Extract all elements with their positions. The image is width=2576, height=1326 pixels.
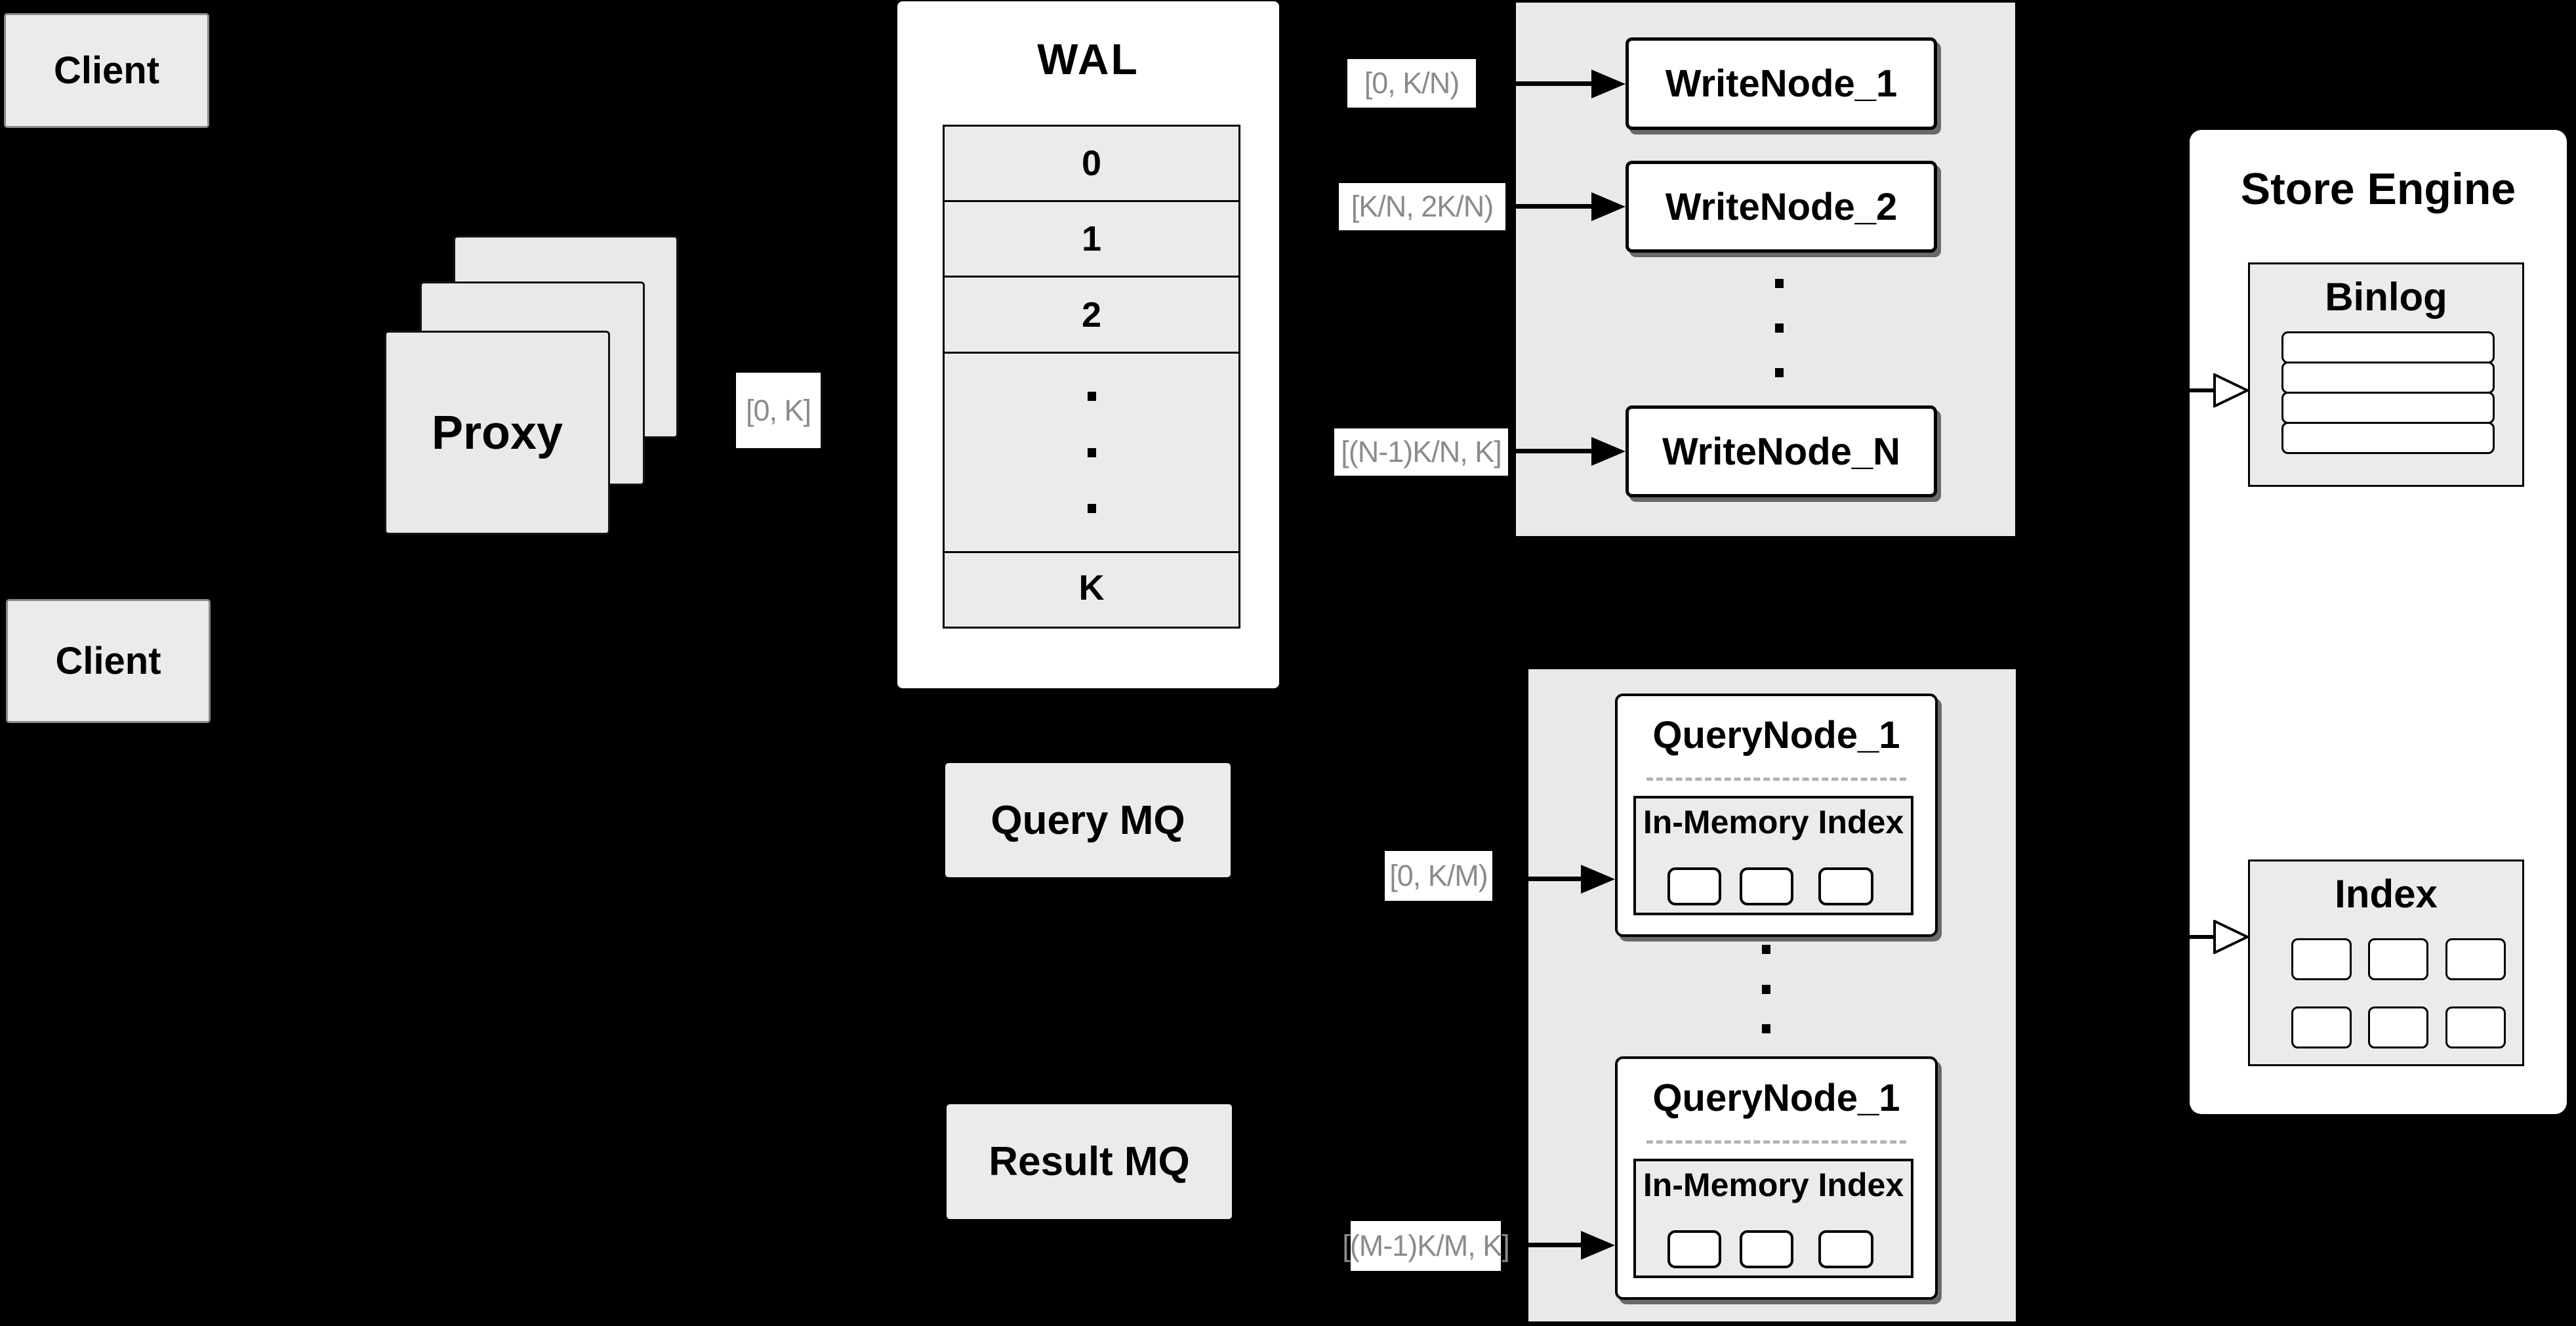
memory-segment-cell bbox=[1667, 867, 1721, 905]
index-cell bbox=[2291, 1006, 2352, 1048]
store-engine-title: Store Engine bbox=[2240, 163, 2516, 214]
write-node-2: WriteNode_2 bbox=[1625, 161, 1937, 253]
in-memory-index-bottom-title: In-Memory Index bbox=[1643, 1167, 1904, 1203]
index-cell bbox=[2368, 1006, 2428, 1048]
arrow-head-querynode-bottom bbox=[1581, 1231, 1615, 1260]
range-label-query-m: [(M-1)K/M, K] bbox=[1342, 1221, 1510, 1271]
arrow-head-writenode-1 bbox=[1591, 70, 1625, 98]
range-label-write-n: [(N-1)K/N, K] bbox=[1334, 428, 1508, 476]
binlog-title: Binlog bbox=[2325, 275, 2447, 319]
arrow-shaft-writenode-2 bbox=[1516, 204, 1592, 209]
memory-segment-cell bbox=[1818, 1230, 1873, 1268]
wal-table: 0 1 2 K bbox=[943, 125, 1240, 629]
in-memory-index-top-title: In-Memory Index bbox=[1643, 804, 1904, 840]
range-label-proxy-out: [0, K] bbox=[736, 373, 821, 448]
wal-row-1: 1 bbox=[945, 200, 1238, 276]
arrow-head-writenode-n bbox=[1591, 437, 1625, 466]
memory-segment-cell bbox=[1740, 1230, 1793, 1268]
wal-row-0: 0 bbox=[945, 127, 1238, 200]
binlog-row bbox=[2281, 422, 2495, 454]
write-node-n: WriteNode_N bbox=[1625, 405, 1937, 497]
range-label-write-1: [0, K/N) bbox=[1347, 59, 1476, 108]
query-mq-box: Query MQ bbox=[945, 763, 1231, 877]
wal-title: WAL bbox=[1037, 35, 1139, 83]
proxy-card-front: Proxy bbox=[384, 331, 610, 535]
wal-row-k: K bbox=[945, 551, 1238, 623]
arrow-shaft-querynode-top bbox=[1528, 877, 1582, 881]
arrow-shaft-writenode-n bbox=[1516, 449, 1592, 453]
binlog-rows bbox=[2281, 331, 2495, 454]
vertical-ellipsis bbox=[1087, 392, 1096, 513]
wal-row-ellipsis bbox=[945, 352, 1238, 551]
arrow-head-writenode-2 bbox=[1591, 192, 1625, 221]
index-cell bbox=[2445, 1006, 2506, 1048]
arrow-shaft-binlog bbox=[2190, 388, 2217, 392]
range-label-query-1: [0, K/M) bbox=[1385, 851, 1492, 901]
arrow-open-head-binlog bbox=[2213, 373, 2250, 407]
index-title: Index bbox=[2335, 872, 2438, 916]
arrow-open-head-index bbox=[2213, 920, 2250, 954]
dashed-separator bbox=[1646, 1140, 1906, 1144]
client-box-top: Client bbox=[4, 13, 209, 128]
binlog-row bbox=[2281, 362, 2495, 394]
query-node-top-title: QueryNode_1 bbox=[1652, 713, 1900, 756]
wal-row-2: 2 bbox=[945, 276, 1238, 352]
index-cell bbox=[2445, 938, 2506, 980]
vertical-ellipsis bbox=[1758, 945, 1774, 1033]
binlog-row bbox=[2281, 331, 2495, 363]
result-mq-box: Result MQ bbox=[947, 1104, 1232, 1219]
memory-segment-cell bbox=[1740, 867, 1793, 905]
range-label-write-2: [K/N, 2K/N) bbox=[1339, 183, 1505, 230]
query-node-bottom-title: QueryNode_1 bbox=[1652, 1076, 1900, 1119]
memory-segment-cell bbox=[1667, 1230, 1721, 1268]
arrow-head-querynode-top bbox=[1581, 865, 1615, 894]
arrow-shaft-index bbox=[2190, 935, 2217, 939]
write-node-1: WriteNode_1 bbox=[1625, 37, 1937, 130]
index-cell bbox=[2368, 938, 2428, 980]
client-box-bottom: Client bbox=[6, 599, 211, 723]
arrow-shaft-writenode-1 bbox=[1516, 81, 1592, 86]
memory-segment-cell bbox=[1818, 867, 1873, 905]
arrow-shaft-querynode-bottom bbox=[1528, 1243, 1582, 1247]
index-cell bbox=[2291, 938, 2352, 980]
dashed-separator bbox=[1646, 777, 1906, 781]
vertical-ellipsis bbox=[1771, 279, 1787, 377]
binlog-row bbox=[2281, 392, 2495, 424]
